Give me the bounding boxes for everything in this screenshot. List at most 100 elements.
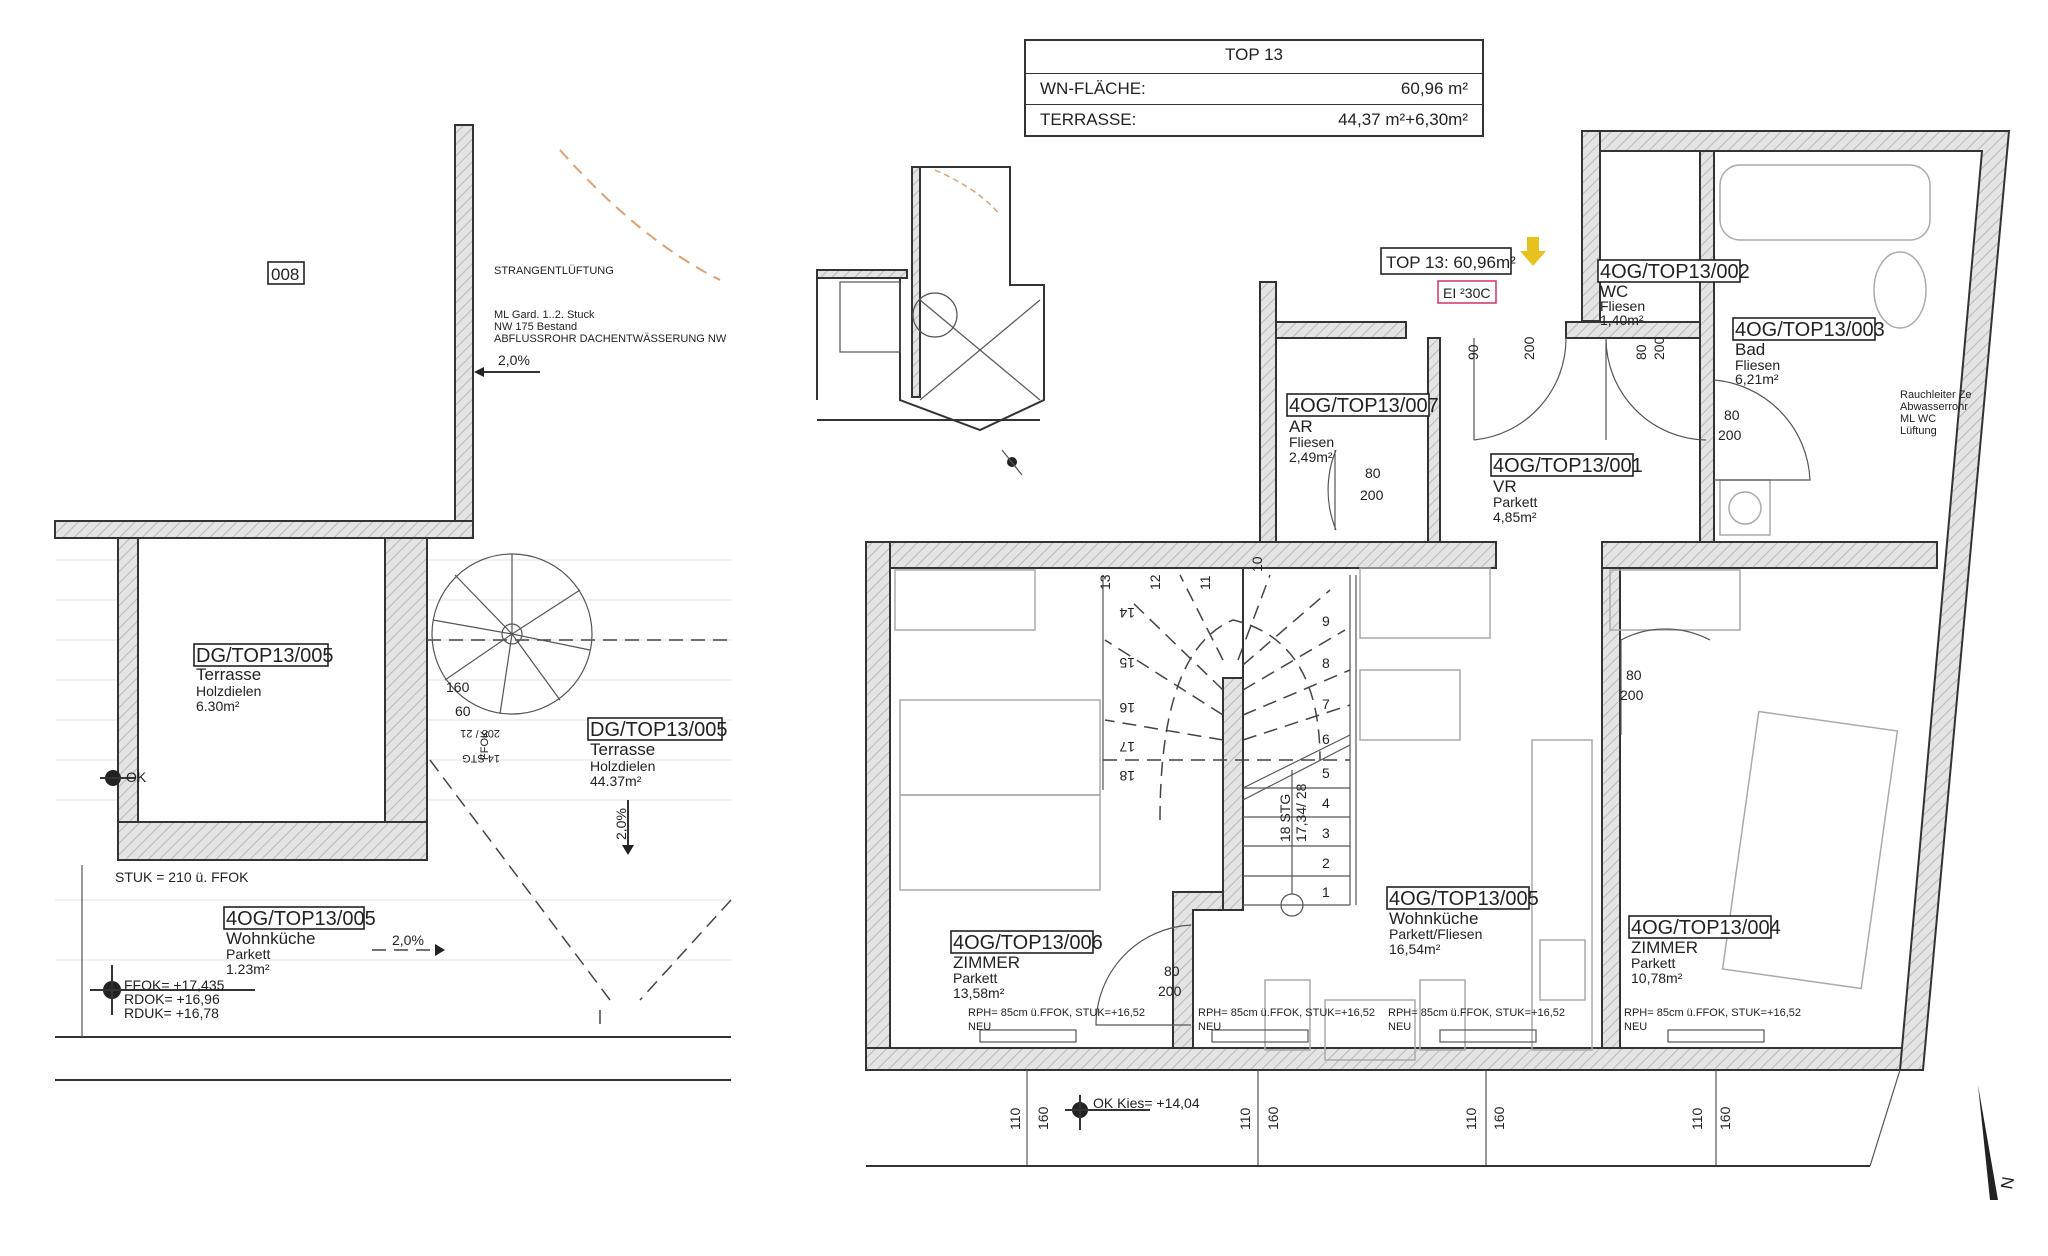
area-summary-table: TOP 13 WN-FLÄCHE: 60,96 m² TERRASSE: 44,… xyxy=(1024,39,1484,137)
room-001: 4OG/TOP13/001 VR Parkett 4,85m² xyxy=(1490,453,1643,525)
room-004: 4OG/TOP13/004 ZIMMER Parkett 10,78m² xyxy=(1628,915,1781,986)
svg-text:110: 110 xyxy=(1007,1107,1023,1130)
window-3: RPH= 85cm ü.FFOK, STUK=+16,52 NEU 110 16… xyxy=(1388,1007,1565,1166)
stair-step-number: 11 xyxy=(1197,575,1213,590)
svg-text:4OG/TOP13/003: 4OG/TOP13/003 xyxy=(1735,319,1885,341)
stair-step-number: 15 xyxy=(1119,655,1135,671)
wall xyxy=(1172,891,1224,1049)
room-005: 4OG/TOP13/005 Wohnküche Parkett/Fliesen … xyxy=(1386,886,1539,957)
row-value: 60,96 m² xyxy=(1400,79,1468,98)
room-003: 4OG/TOP13/003 Bad Fliesen 6,21m² xyxy=(1732,317,1885,387)
ok-kies-level: OK Kies= +14,04 xyxy=(1093,1095,1200,1111)
svg-text:16,54m²: 16,54m² xyxy=(1389,941,1441,957)
room-floor: Holzdielen xyxy=(590,758,655,774)
shaft-note: Lüftung xyxy=(1900,425,1937,437)
north-arrow-icon: N xyxy=(1978,1085,2018,1200)
svg-text:WC: WC xyxy=(1600,282,1628,301)
door-width: 80 xyxy=(1365,465,1381,481)
svg-text:ZIMMER: ZIMMER xyxy=(953,953,1020,972)
wall xyxy=(384,537,428,861)
svg-text:NEU: NEU xyxy=(1624,1021,1647,1033)
svg-text:110: 110 xyxy=(1463,1107,1479,1130)
spiral-ffok: FFOK xyxy=(479,730,491,760)
stair-step-number: 2 xyxy=(1322,855,1330,871)
stair-step-number: 13 xyxy=(1097,574,1113,590)
spiral-dim: 60 xyxy=(455,703,471,719)
shaft-note: Rauchleiter Ze xyxy=(1900,389,1972,401)
wall xyxy=(1427,337,1441,543)
table-row: WN-FLÄCHE: 60,96 m² xyxy=(1026,73,1482,104)
level-marker-icon xyxy=(1065,1095,1150,1130)
room-floor: Holzdielen xyxy=(196,683,261,699)
wall xyxy=(117,821,428,861)
svg-text:160: 160 xyxy=(1265,1106,1281,1130)
stair-step-number: 12 xyxy=(1147,574,1163,590)
svg-text:Parkett: Parkett xyxy=(953,970,997,986)
svg-text:RPH= 85cm ü.FFOK, STUK=+16,52: RPH= 85cm ü.FFOK, STUK=+16,52 xyxy=(968,1007,1145,1019)
room-006: 4OG/TOP13/006 ZIMMER Parkett 13,58m² xyxy=(950,930,1103,1001)
wall xyxy=(1601,567,1621,1049)
door-height: 200 xyxy=(1651,336,1667,360)
fire-rating: EI ²30C xyxy=(1443,285,1490,301)
svg-text:4OG/TOP13/006: 4OG/TOP13/006 xyxy=(953,932,1103,954)
door-height: 200 xyxy=(1158,983,1182,999)
pipe-note: ABFLUSSROHR DACHENTWÄSSERUNG NW xyxy=(494,333,727,345)
slope-label: 2,0% xyxy=(498,352,530,368)
svg-text:6,21m²: 6,21m² xyxy=(1735,371,1779,387)
wall xyxy=(1259,281,1277,543)
svg-text:4OG/TOP13/002: 4OG/TOP13/002 xyxy=(1600,261,1750,283)
wall xyxy=(1581,130,1601,322)
table-title: TOP 13 xyxy=(1225,45,1283,64)
door-width: 80 xyxy=(1633,344,1649,360)
door-swings xyxy=(1095,337,1811,1026)
pipe-note: NW 175 Bestand xyxy=(494,321,577,333)
svg-text:1,40m²: 1,40m² xyxy=(1600,312,1644,328)
room-007: 4OG/TOP13/007 AR Fliesen 2,49m² xyxy=(1286,393,1439,465)
staircase: 1 2 3 4 5 6 7 8 9 10 11 12 13 14 15 16 1… xyxy=(1097,556,1357,917)
door-height: 200 xyxy=(1360,487,1384,503)
entrance-arrow-icon xyxy=(1520,237,1546,266)
room-name: Terrasse xyxy=(196,665,261,684)
svg-text:Parkett/Fliesen: Parkett/Fliesen xyxy=(1389,926,1482,942)
wall xyxy=(865,541,1497,569)
spiral-steps: 14 STG xyxy=(462,752,500,764)
pipe-note: ML Gard. 1..2. Stuck xyxy=(494,309,595,321)
stair-step-number: 5 xyxy=(1322,765,1330,781)
room-area: 6.30m² xyxy=(196,698,240,714)
table-row: TERRASSE: 44,37 m²+6,30m² xyxy=(1026,104,1482,135)
room-id: DG/TOP13/005 xyxy=(590,719,727,741)
window-2: RPH= 85cm ü.FFOK, STUK=+16,52 NEU 110 16… xyxy=(1198,1007,1375,1166)
stuk-note: STUK = 210 ü. FFOK xyxy=(115,869,249,885)
door-width: 90 xyxy=(1465,344,1481,360)
svg-text:4OG/TOP13/005: 4OG/TOP13/005 xyxy=(1389,888,1539,910)
svg-text:Parkett: Parkett xyxy=(1493,494,1537,510)
compass-icon xyxy=(1001,449,1023,476)
spiral-dim: 160 xyxy=(446,679,470,695)
svg-text:RPH= 85cm ü.FFOK, STUK=+16,52: RPH= 85cm ü.FFOK, STUK=+16,52 xyxy=(1624,1007,1801,1019)
svg-text:160: 160 xyxy=(1491,1106,1507,1130)
door-width: 80 xyxy=(1164,963,1180,979)
room-id: DG/TOP13/005 xyxy=(196,645,333,667)
svg-text:Fliesen: Fliesen xyxy=(1735,357,1780,373)
room-name: Wohnküche xyxy=(226,929,315,948)
svg-text:N: N xyxy=(1997,1175,2018,1190)
unit-area-tag: TOP 13: 60,96m² xyxy=(1386,253,1516,272)
terrace-small-outline xyxy=(137,537,386,823)
svg-text:Wohnküche: Wohnküche xyxy=(1389,909,1478,928)
level-ffok: FFOK= +17,435 xyxy=(124,977,225,993)
svg-text:10,78m²: 10,78m² xyxy=(1631,970,1683,986)
wall xyxy=(1275,321,1407,339)
stair-step-number: 7 xyxy=(1322,696,1330,712)
svg-text:4OG/TOP13/001: 4OG/TOP13/001 xyxy=(1493,455,1643,477)
door-height: 200 xyxy=(1620,687,1644,703)
window-1: RPH= 85cm ü.FFOK, STUK=+16,52 NEU 110 16… xyxy=(968,1007,1145,1166)
wall xyxy=(1699,150,1715,543)
svg-text:4OG/TOP13/007: 4OG/TOP13/007 xyxy=(1289,395,1439,417)
svg-text:4,85m²: 4,85m² xyxy=(1493,509,1537,525)
stair-step-number: 14 xyxy=(1119,605,1135,621)
level-marker-icon xyxy=(90,965,255,1015)
row-label: WN-FLÄCHE: xyxy=(1040,79,1146,98)
svg-text:110: 110 xyxy=(1689,1107,1705,1130)
stair-step-number: 1 xyxy=(1322,884,1330,900)
